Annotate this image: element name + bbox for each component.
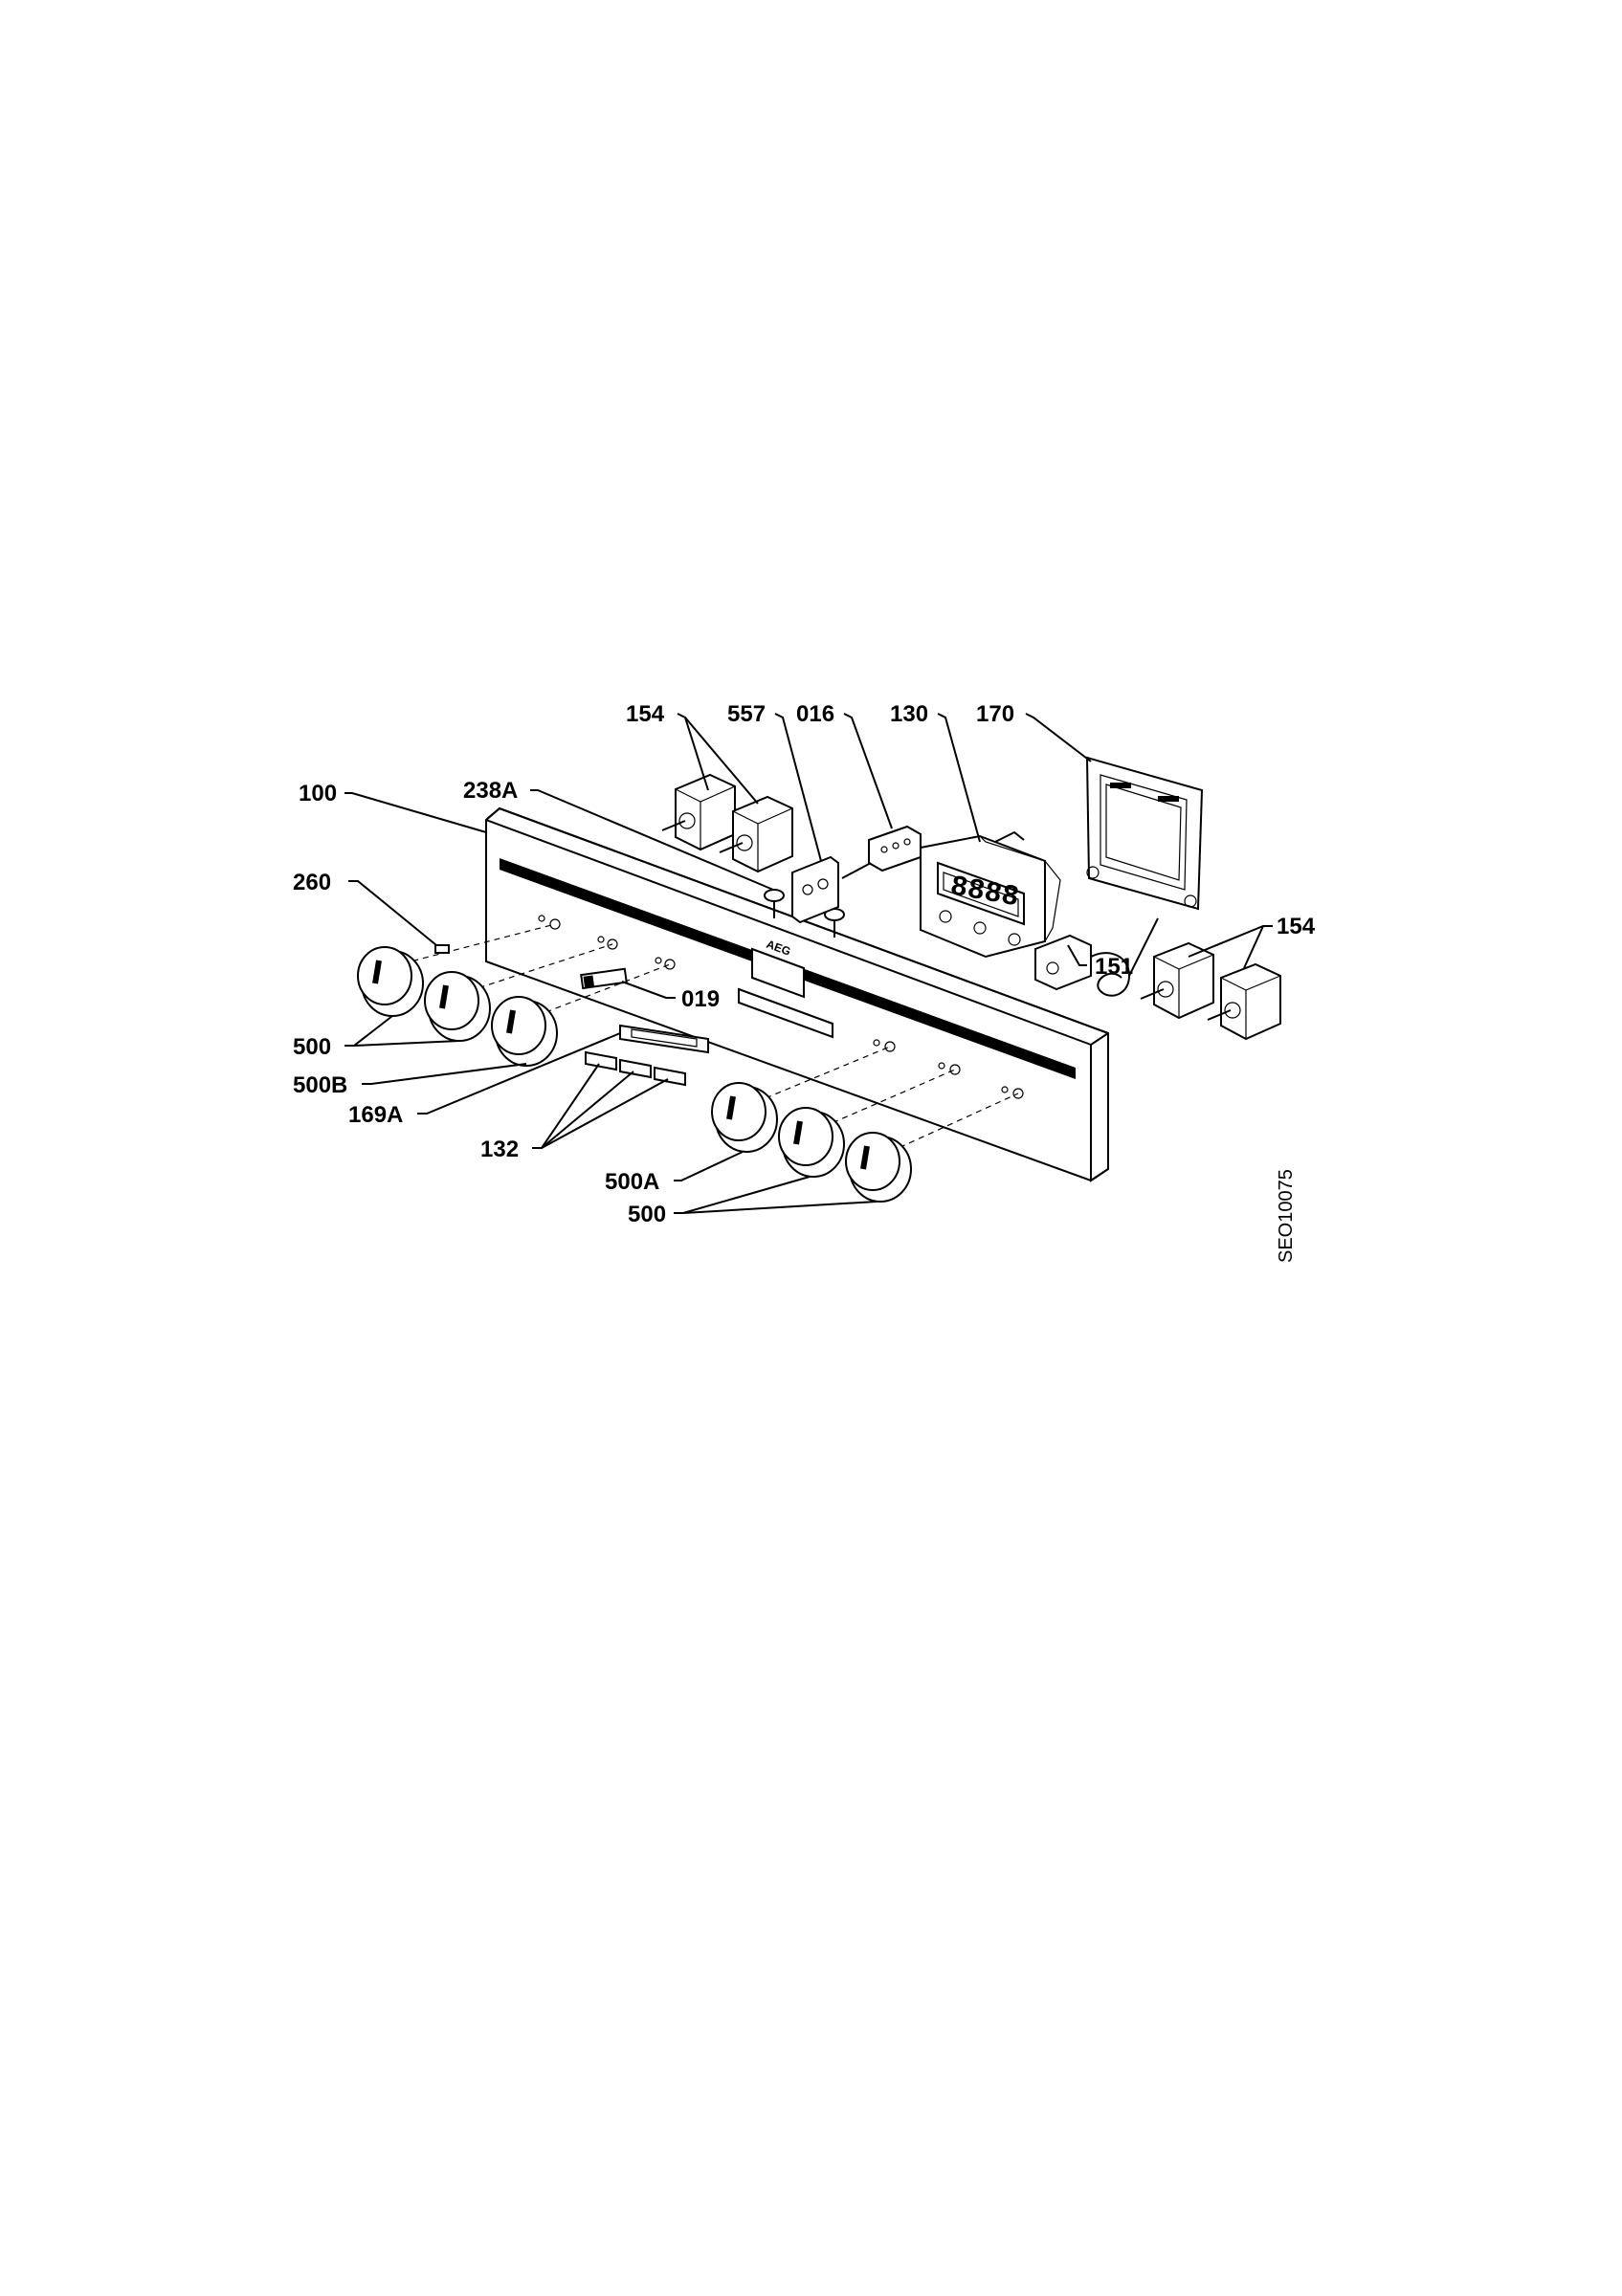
label-238A: 238A (463, 778, 518, 804)
label-151: 151 (1095, 954, 1133, 980)
knob-500-left-2 (424, 971, 491, 1042)
label-500B: 500B (293, 1072, 347, 1098)
label-130: 130 (890, 701, 928, 727)
regulators-154-top (661, 773, 793, 873)
label-016: 016 (796, 701, 834, 727)
part-260-clip (434, 944, 450, 954)
knob-500-left-1 (357, 946, 424, 1017)
label-132: 132 (480, 1137, 519, 1162)
label-170: 170 (976, 701, 1014, 727)
timer-130: 8888 (920, 830, 1061, 959)
thermostat-151 (1034, 917, 1159, 997)
label-154-top: 154 (626, 701, 665, 727)
knob-500A (711, 1082, 778, 1153)
frame-170 (1085, 756, 1204, 911)
part-132-buttons (585, 1050, 686, 1087)
knob-500-right-2 (845, 1132, 912, 1203)
label-500A: 500A (605, 1169, 659, 1195)
control-panel: AEG (485, 806, 1109, 1182)
label-154-right: 154 (1277, 914, 1316, 939)
drawing-code: SEO10075 (1276, 1169, 1297, 1263)
leader-lines (344, 713, 1273, 1214)
part-019-indicator (580, 967, 628, 990)
knob-500-right-1 (778, 1107, 845, 1178)
part-labels: 154 557 016 130 170 100 238A 260 151 154… (293, 701, 1316, 1227)
label-500-right: 500 (628, 1202, 666, 1227)
panel-holes (538, 915, 1024, 1099)
label-169A: 169A (348, 1102, 403, 1128)
label-100: 100 (299, 781, 337, 806)
part-169A-bar (619, 1024, 709, 1054)
regulators-154-right (1140, 941, 1281, 1041)
knobs-right (711, 1082, 912, 1203)
knob-500B (491, 996, 558, 1067)
label-557: 557 (727, 701, 766, 727)
knobs-left (357, 946, 558, 1067)
switch-016 (841, 825, 922, 879)
bracket-557 (791, 855, 839, 924)
alignment-lines (391, 923, 1019, 1153)
label-260: 260 (293, 870, 331, 895)
label-500-left: 500 (293, 1034, 331, 1060)
label-019: 019 (681, 986, 720, 1012)
